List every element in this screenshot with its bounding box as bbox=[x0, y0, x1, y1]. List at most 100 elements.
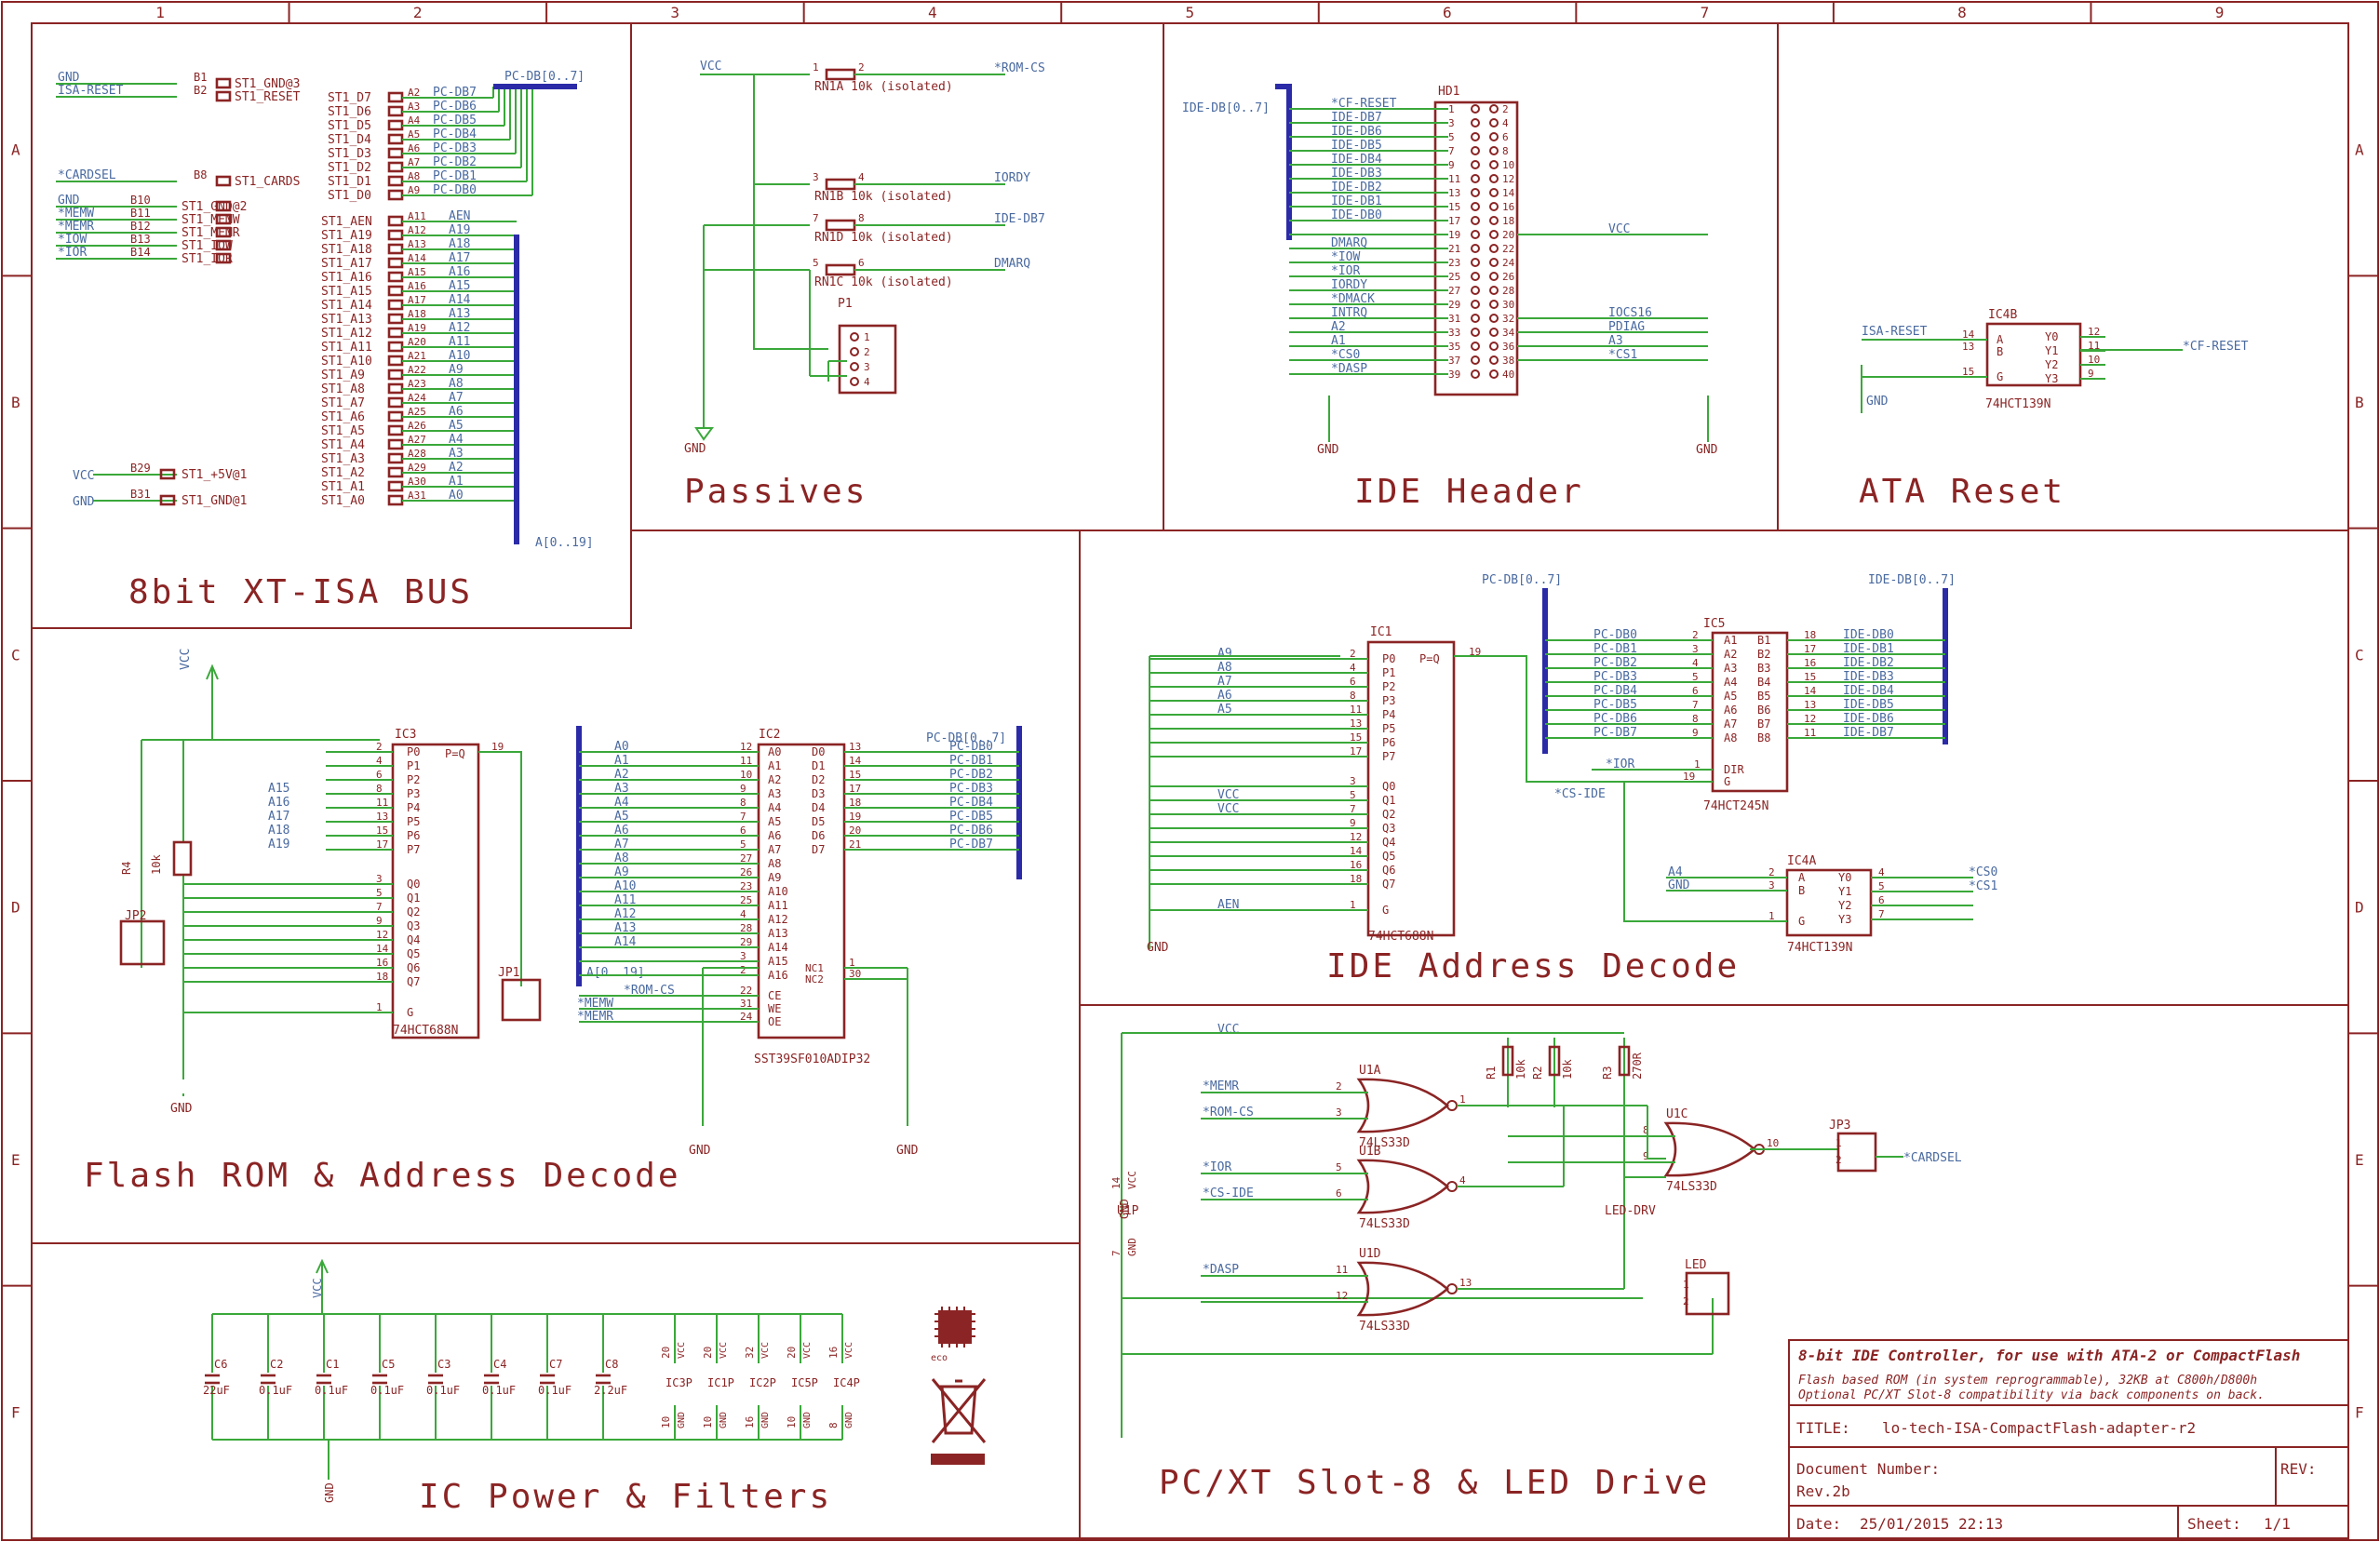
isa-addr-sig: ST1_A6 bbox=[321, 410, 365, 424]
isa-data-sig: ST1_D6 bbox=[328, 105, 371, 119]
ic-gnd-label: GND bbox=[760, 1412, 771, 1428]
ide-pad bbox=[1489, 216, 1499, 225]
ic1-p-pin: 11 bbox=[1350, 704, 1362, 716]
ide-pin-row-right: 40 bbox=[1489, 369, 1514, 381]
ic2-d-net: PC-DB6 bbox=[949, 824, 993, 838]
connector-pin bbox=[850, 377, 859, 386]
ic3-q-pin: 9 bbox=[376, 915, 383, 927]
ic2-a-pin: 10 bbox=[740, 769, 752, 781]
ic5-a-label: A3 bbox=[1724, 662, 1737, 675]
svg-text:eco: eco bbox=[931, 1353, 948, 1363]
isa-addr-sig: ST1_A15 bbox=[321, 285, 372, 299]
ic2-a-label: A6 bbox=[768, 829, 781, 842]
ic5-b-pin: 18 bbox=[1804, 629, 1816, 641]
capacitor: C40.1uF bbox=[482, 1314, 516, 1440]
ide-pad bbox=[1489, 328, 1499, 337]
ic-vcc-pin: 20 bbox=[786, 1347, 798, 1359]
ic-vcc-pin: 20 bbox=[702, 1347, 714, 1359]
resistor-pin-b: 6 bbox=[858, 257, 865, 269]
ide-pad bbox=[1489, 174, 1499, 183]
ide-pad bbox=[1471, 286, 1480, 295]
ic5-a-net: PC-DB1 bbox=[1593, 642, 1637, 656]
isa-addr-pin: A13 bbox=[408, 238, 426, 250]
resistor-net: IDE-DB7 bbox=[994, 212, 1045, 226]
isa-addr-net: A3 bbox=[449, 447, 464, 461]
capacitor-name: C8 bbox=[605, 1358, 618, 1371]
capacitor-value: 2.2uF bbox=[594, 1384, 627, 1397]
isa-net-reset: ISA-RESET bbox=[58, 84, 124, 98]
ic3-q-pin: 14 bbox=[376, 943, 389, 955]
svg-text:A[0..19]: A[0..19] bbox=[586, 966, 645, 980]
ic2-d-pin: 21 bbox=[849, 838, 861, 851]
ic5-b-net: IDE-DB4 bbox=[1843, 684, 1894, 698]
ic2-a-net: A8 bbox=[614, 851, 629, 865]
ic-gnd-pin: 16 bbox=[744, 1416, 756, 1428]
isa-addr-net: A19 bbox=[449, 223, 470, 237]
isa-addr-sig: ST1_A10 bbox=[321, 355, 372, 369]
ic3-q-label: Q3 bbox=[407, 919, 420, 932]
ic2-d-net: PC-DB2 bbox=[949, 768, 993, 782]
ic2-a-label: A14 bbox=[768, 941, 788, 954]
resistor-pin-a: 7 bbox=[813, 212, 819, 224]
ic2-a-pin: 3 bbox=[740, 950, 746, 962]
ic5-b-label: B6 bbox=[1757, 704, 1770, 717]
ide-right-pin: 24 bbox=[1502, 257, 1515, 269]
ic-vcc-label: VCC bbox=[802, 1342, 813, 1359]
isa-data-pin: A4 bbox=[408, 114, 421, 127]
ic3-p-pin: 15 bbox=[376, 825, 388, 837]
ic3-p-label: P3 bbox=[407, 787, 420, 800]
svg-text:GND: GND bbox=[896, 1144, 919, 1158]
title-desc2: Optional PC/XT Slot-8 compatibility via … bbox=[1798, 1388, 2265, 1402]
svg-text:1: 1 bbox=[1683, 1279, 1689, 1291]
isa-data-pin: A9 bbox=[408, 184, 420, 196]
ide-pad bbox=[1471, 216, 1480, 225]
gate-in-pin: 9 bbox=[1643, 1150, 1649, 1162]
ic4a-in-pin: 2 bbox=[1768, 866, 1775, 878]
isa-addr-pin: A15 bbox=[408, 266, 426, 278]
ide-left-pin: 39 bbox=[1448, 369, 1460, 381]
ic3-addr-net: A16 bbox=[268, 796, 289, 810]
doc-number: Rev.2b bbox=[1796, 1482, 1850, 1500]
svg-text:GND: GND bbox=[1118, 1199, 1131, 1219]
ata-out-pin: 12 bbox=[2088, 326, 2100, 338]
isa-net-gnd3: GND bbox=[58, 71, 80, 85]
ic-gnd-label: GND bbox=[844, 1412, 854, 1428]
ide-left-pin: 25 bbox=[1448, 271, 1460, 283]
svg-text:1: 1 bbox=[1835, 1137, 1842, 1149]
isa-data-net: PC-DB1 bbox=[433, 169, 477, 183]
svg-text:SST39SF010ADIP32: SST39SF010ADIP32 bbox=[754, 1053, 870, 1066]
ic1-q-net: VCC bbox=[1217, 802, 1239, 816]
ide-left-net: *DMACK bbox=[1331, 292, 1375, 306]
ic5-dir-net: *IOR bbox=[1606, 758, 1634, 771]
ic5-b-label: B2 bbox=[1757, 648, 1770, 661]
cs-ide-net: *CS-IDE bbox=[1554, 787, 1606, 801]
ide-left-net: A2 bbox=[1331, 320, 1346, 334]
isa-addr-sig: ST1_A18 bbox=[321, 243, 372, 257]
ic2-d-label: D7 bbox=[812, 843, 825, 856]
ic1-q-label: Q4 bbox=[1382, 836, 1395, 849]
ide-left-pin: 29 bbox=[1448, 299, 1460, 311]
ic5-a-label: A2 bbox=[1724, 648, 1737, 661]
svg-text:P1: P1 bbox=[838, 297, 853, 311]
ic5-a-net: PC-DB5 bbox=[1593, 698, 1637, 712]
ic2-nc-label: NC1 bbox=[805, 962, 824, 974]
ic2-a-label: A12 bbox=[768, 913, 788, 926]
isa-addr-pin: A16 bbox=[408, 280, 426, 292]
isa-addr-net: A18 bbox=[449, 237, 470, 251]
isa-power-sig: ST1_GND@1 bbox=[182, 494, 247, 508]
ide-right-pin: 34 bbox=[1502, 327, 1515, 339]
ic4a-out-pin: 4 bbox=[1878, 866, 1885, 878]
svg-text:IC1: IC1 bbox=[1370, 625, 1392, 639]
ide-pin-row-right: 24 bbox=[1489, 257, 1515, 269]
isa-ctrl-pin: B14 bbox=[130, 246, 151, 259]
